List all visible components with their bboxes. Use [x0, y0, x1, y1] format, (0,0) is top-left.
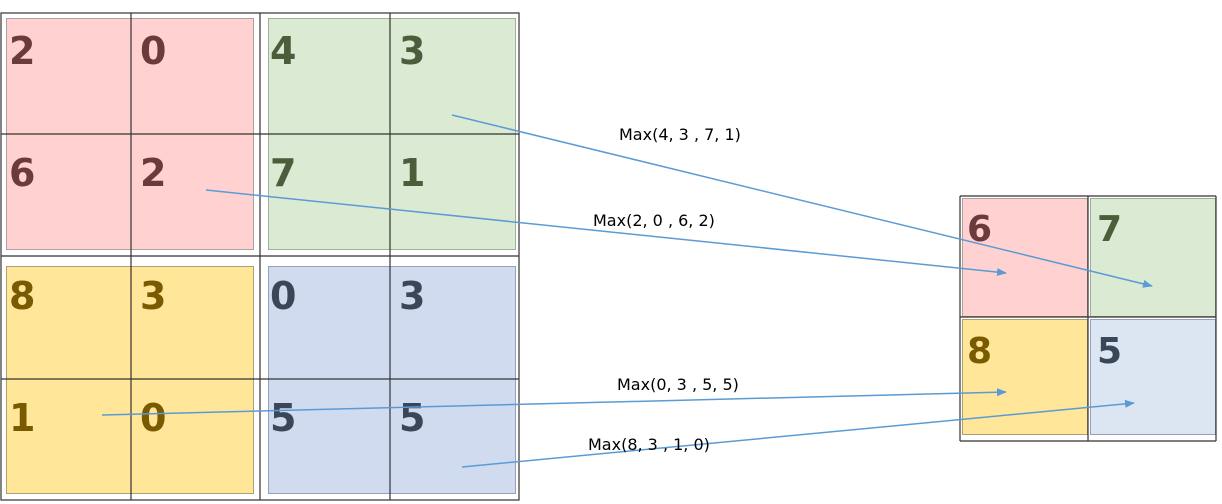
output-quadrant-blue [1090, 319, 1216, 435]
input-cell-r3c1: 8 [9, 274, 36, 318]
input-cell-r3c2: 3 [140, 274, 167, 318]
input-cell-r2c1: 6 [9, 151, 36, 195]
input-cell-r4c2: 0 [140, 396, 167, 440]
input-cell-r1c3: 4 [270, 29, 297, 73]
input-cell-r1c1: 2 [9, 29, 36, 73]
input-cell-r4c4: 5 [399, 396, 426, 440]
input-quadrant-blue [268, 266, 516, 494]
input-quadrant-yellow [6, 266, 254, 494]
input-cell-r4c3: 5 [270, 396, 297, 440]
label-max-red: Max(2, 0 , 6, 2) [593, 211, 715, 230]
output-quadrant-green [1090, 198, 1216, 317]
arrow-yellow [101, 388, 1007, 416]
arrow-red [205, 189, 1007, 277]
input-cell-r4c1: 1 [9, 396, 36, 440]
label-max-blue: Max(0, 3 , 5, 5) [617, 375, 739, 394]
input-cell-r2c3: 7 [270, 151, 297, 195]
arrow-green [451, 114, 1153, 288]
input-cell-r1c4: 3 [399, 29, 426, 73]
output-cell-r2c1: 8 [967, 331, 993, 372]
input-cell-r3c3: 0 [270, 274, 297, 318]
input-cell-r2c2: 2 [140, 151, 167, 195]
label-max-green: Max(4, 3 , 7, 1) [619, 125, 741, 144]
input-cell-r3c4: 3 [399, 274, 426, 318]
label-max-yellow: Max(8, 3 , 1, 0) [588, 435, 710, 454]
output-quadrant-yellow [962, 319, 1088, 435]
input-cell-r2c4: 1 [399, 151, 426, 195]
input-cell-r1c2: 0 [140, 29, 167, 73]
arrow-blue [461, 399, 1135, 468]
output-quadrant-red [962, 198, 1088, 317]
output-cell-r1c2: 7 [1097, 209, 1123, 250]
output-cell-r2c2: 5 [1097, 331, 1123, 372]
